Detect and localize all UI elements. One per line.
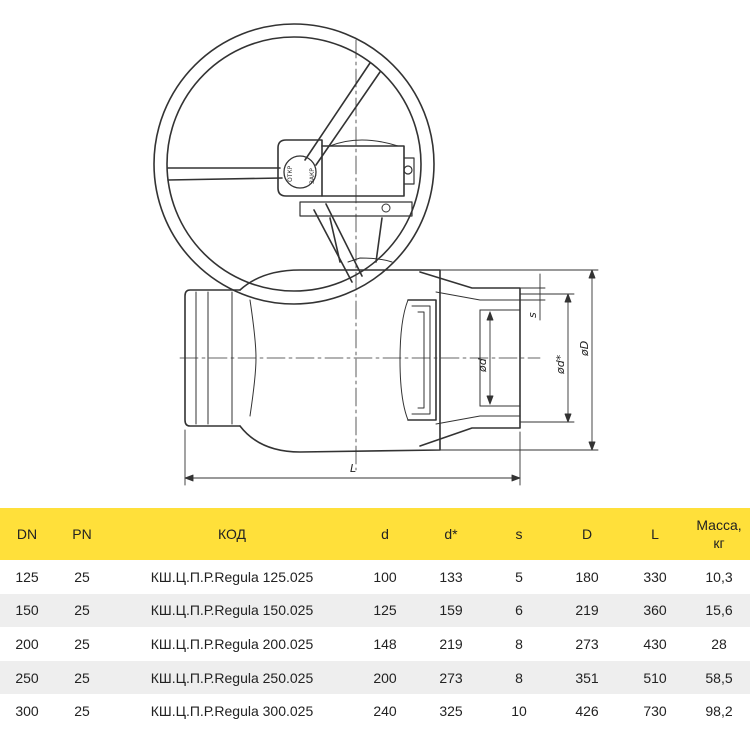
table-row: 200 25 КШ.Ц.П.Р.Regula 200.025 148 219 8… <box>0 627 750 661</box>
dimension-lines <box>184 269 599 486</box>
cell-dn: 150 <box>0 593 54 628</box>
cell-dn: 250 <box>0 660 54 695</box>
cell-pn: 25 <box>54 627 110 661</box>
cell-d: 240 <box>354 694 416 728</box>
cell-d: 100 <box>354 560 416 594</box>
cell-mass: 15,6 <box>688 593 750 628</box>
cell-s: 8 <box>486 627 552 661</box>
header-dn: DN <box>0 508 54 560</box>
cell-mass: 10,3 <box>688 560 750 594</box>
cell-code: КШ.Ц.П.Р.Regula 300.025 <box>110 694 354 728</box>
table-row: 125 25 КШ.Ц.П.Р.Regula 125.025 100 133 5… <box>0 560 750 594</box>
cell-d: 200 <box>354 660 416 695</box>
table-row: 150 25 КШ.Ц.П.Р.Regula 150.025 125 159 6… <box>0 593 750 628</box>
header-mass: Масса, кг <box>688 508 750 560</box>
cell-outer-d: 273 <box>552 627 622 661</box>
cell-outer-d: 351 <box>552 660 622 695</box>
cell-pn: 25 <box>54 560 110 594</box>
outer-diameter-label: øD <box>578 341 591 357</box>
header-d-star: d* <box>416 508 486 560</box>
header-d: d <box>354 508 416 560</box>
valve-technical-drawing: ОТКР ЗАКР L s ød ød* øD <box>153 23 599 486</box>
gearbox <box>277 139 415 213</box>
table-row: 250 25 КШ.Ц.П.Р.Regula 250.025 200 273 8… <box>0 660 750 695</box>
cell-d-star: 219 <box>416 627 486 661</box>
cell-s: 10 <box>486 694 552 728</box>
length-label: L <box>350 462 356 475</box>
cell-pn: 25 <box>54 694 110 728</box>
cell-d-star: 159 <box>416 593 486 628</box>
cell-s: 5 <box>486 560 552 594</box>
cell-d: 125 <box>354 593 416 628</box>
header-outer-d: D <box>552 508 622 560</box>
cell-dn: 200 <box>0 627 54 661</box>
wall-label: s <box>526 312 539 318</box>
cell-outer-d: 426 <box>552 694 622 728</box>
table-header-row: DN PN КОД d d* s D L Масса, кг <box>0 508 750 560</box>
cell-code: КШ.Ц.П.Р.Regula 200.025 <box>110 627 354 661</box>
cell-outer-d: 219 <box>552 593 622 628</box>
header-code: КОД <box>110 508 354 560</box>
valve-body <box>239 257 441 453</box>
cell-l: 510 <box>622 660 688 695</box>
inner-diameter-label: ød <box>476 357 489 373</box>
cell-dn: 125 <box>0 560 54 594</box>
cell-pn: 25 <box>54 660 110 695</box>
table-row: 300 25 КШ.Ц.П.Р.Regula 300.025 240 325 1… <box>0 694 750 728</box>
cell-l: 330 <box>622 560 688 594</box>
specification-table: DN PN КОД d d* s D L Масса, кг 125 25 КШ… <box>0 508 750 728</box>
header-l: L <box>622 508 688 560</box>
cell-s: 6 <box>486 593 552 628</box>
gearbox-open-label: ОТКР <box>287 165 294 182</box>
cell-mass: 58,5 <box>688 660 750 695</box>
cell-l: 430 <box>622 627 688 661</box>
right-socket <box>399 271 521 447</box>
cell-l: 360 <box>622 593 688 628</box>
cell-code: КШ.Ц.П.Р.Regula 250.025 <box>110 660 354 695</box>
cell-code: КШ.Ц.П.Р.Regula 125.025 <box>110 560 354 594</box>
handwheel <box>153 23 435 305</box>
cell-outer-d: 180 <box>552 560 622 594</box>
cell-dn: 300 <box>0 694 54 728</box>
cell-l: 730 <box>622 694 688 728</box>
cell-mass: 28 <box>688 627 750 661</box>
header-s: s <box>486 508 552 560</box>
cell-d-star: 133 <box>416 560 486 594</box>
cell-d-star: 273 <box>416 660 486 695</box>
cell-d-star: 325 <box>416 694 486 728</box>
cell-pn: 25 <box>54 593 110 628</box>
cell-mass: 98,2 <box>688 694 750 728</box>
gearbox-close-label: ЗАКР <box>309 168 316 184</box>
cell-s: 8 <box>486 660 552 695</box>
cell-code: КШ.Ц.П.Р.Regula 150.025 <box>110 593 354 628</box>
cell-d: 148 <box>354 627 416 661</box>
header-pn: PN <box>54 508 110 560</box>
pipe-diameter-label: ød* <box>554 354 567 375</box>
